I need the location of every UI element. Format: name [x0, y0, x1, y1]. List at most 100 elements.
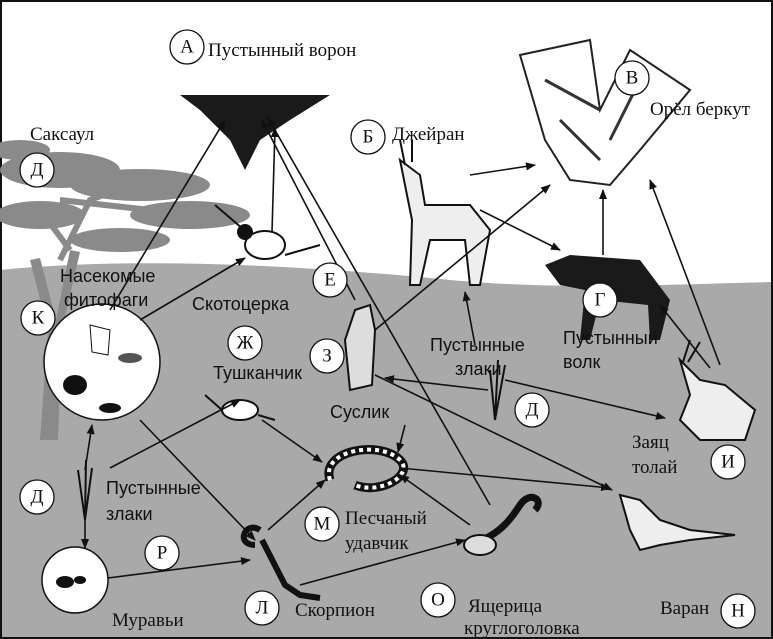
grass-right-label-1: Пустынные — [430, 335, 525, 355]
grass-left-label-2: злаки — [106, 504, 153, 524]
arrow-grass-to-hare — [504, 379, 666, 420]
arrow-jerboa-to-boa — [261, 419, 323, 463]
letter-circle — [19, 152, 55, 188]
eagle-label: Орёл беркут — [650, 99, 751, 120]
hare-figure — [677, 339, 757, 441]
letter-circle — [244, 590, 280, 626]
letter-text: Н — [731, 601, 745, 622]
ants-letter-marker: Р — [144, 535, 180, 571]
wolf-label-2: волк — [563, 352, 600, 372]
arrow-grass-to-jerboa — [109, 399, 241, 469]
arrow-lizard-to-crow — [267, 117, 491, 506]
arrow-insects-to-crow — [109, 119, 226, 311]
arrow-lizard-to-boa — [399, 474, 471, 526]
letter-circle — [514, 392, 550, 428]
arrow-scorpion-to-lizard — [299, 538, 466, 586]
letter-circle — [169, 29, 205, 65]
jerboa-label: Тушканчик — [213, 363, 302, 383]
arrow-gopher-to-boa — [396, 424, 406, 453]
insects-label-2: фитофаги — [64, 290, 148, 310]
insects-letter-marker: К — [20, 300, 56, 336]
lizard-letter-marker: О — [420, 582, 456, 618]
boa-letter-marker: М — [304, 506, 340, 542]
jeyran-label: Джейран — [392, 124, 465, 145]
letter-circle — [350, 119, 386, 155]
hare-label-1: Заяц — [632, 432, 669, 453]
letter-text: Е — [324, 270, 336, 291]
lizard-label-1: Ящерица — [468, 596, 543, 617]
arrow-jeyran-to-eagle — [469, 162, 536, 176]
arrow-insects-to-scorpion — [139, 419, 256, 541]
letter-text: Г — [595, 290, 606, 311]
arrow-grass-to-gopher — [384, 375, 489, 391]
letter-text: Л — [256, 598, 269, 619]
hare-label-2: толай — [632, 457, 677, 478]
letter-circle — [720, 593, 756, 629]
letter-circle — [309, 338, 345, 374]
crow-label: Пустынный ворон — [208, 40, 356, 61]
letter-circle — [710, 444, 746, 480]
grass-left-letter-marker: Д — [19, 479, 55, 515]
saxaul-letter-marker: Д — [19, 152, 55, 188]
insects-circle — [43, 303, 161, 421]
scorpion-figure — [240, 524, 321, 601]
letter-text: В — [626, 68, 639, 89]
letter-circle — [227, 325, 263, 361]
arrow-grass-to-jeyran — [462, 291, 476, 346]
letter-circle — [312, 262, 348, 298]
arrow-insects-to-locust — [139, 257, 246, 321]
arrow-jeyran-to-wolf — [479, 209, 561, 251]
letter-circle — [20, 300, 56, 336]
arrow-grass-to-insects — [84, 424, 95, 471]
letter-text: М — [314, 514, 331, 535]
wolf-label-1: Пустынный — [563, 328, 658, 348]
arrow-gopher-to-eagle — [374, 184, 551, 331]
letter-text: Д — [526, 400, 539, 421]
saxaul-label: Саксаул — [30, 124, 95, 145]
ants-label: Муравьи — [112, 610, 184, 631]
letter-text: Р — [157, 543, 168, 564]
letter-text: Д — [31, 487, 44, 508]
letter-text: Ж — [236, 333, 254, 354]
letter-circle — [420, 582, 456, 618]
letter-text: З — [322, 346, 332, 367]
crow-letter-marker: А — [169, 29, 205, 65]
lizard-label-2: круглоголовка — [464, 618, 580, 639]
boa-label-1: Песчаный — [345, 508, 427, 529]
crow-figure — [180, 95, 330, 170]
letter-text: Б — [363, 127, 374, 148]
locust-label: Скотоцерка — [192, 294, 290, 314]
letter-circle — [19, 479, 55, 515]
letter-text: Д — [31, 160, 44, 181]
arrow-boa-to-monitor — [399, 467, 611, 492]
food-chain-arrows — [81, 117, 721, 586]
hare-letter-marker: И — [710, 444, 746, 480]
locust-letter-marker: Е — [312, 262, 348, 298]
jerboa-letter-marker: Ж — [227, 325, 263, 361]
wolf-letter-marker: Г — [582, 282, 618, 318]
letter-markers: А В Д Б К Е Ж З Г Д И Д Р М Л О Н — [19, 29, 756, 629]
monitor-letter-marker: Н — [720, 593, 756, 629]
scorpion-letter-marker: Л — [244, 590, 280, 626]
locust-bird-figure — [214, 204, 321, 260]
boa-figure — [324, 445, 408, 493]
jeyran-letter-marker: Б — [350, 119, 386, 155]
grass-left-label-1: Пустынные — [106, 478, 201, 498]
letter-circle — [582, 282, 618, 318]
letter-text: К — [32, 308, 45, 329]
eagle-letter-marker: В — [614, 60, 650, 96]
letter-circle — [304, 506, 340, 542]
arrow-hare-to-wolf — [659, 304, 711, 369]
letter-text: О — [431, 590, 445, 611]
ants-circle — [41, 546, 109, 614]
boa-label-2: удавчик — [345, 533, 409, 554]
grass-right-letter-marker: Д — [514, 392, 550, 428]
letter-text: И — [721, 452, 735, 473]
gopher-letter-marker: З — [309, 338, 345, 374]
grass-left-figure — [77, 459, 93, 521]
scorpion-label: Скорпион — [295, 600, 375, 621]
monitor-label: Варан — [660, 598, 709, 619]
arrow-hare-to-eagle — [649, 179, 721, 366]
